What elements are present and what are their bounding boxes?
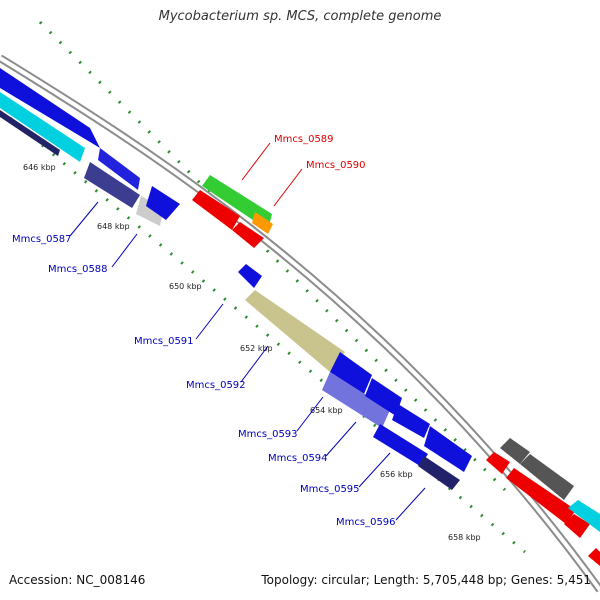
gene-mmcs-0588[interactable] xyxy=(136,196,164,226)
gene-mmcs-0587-b[interactable] xyxy=(84,162,140,208)
label-mmcs-0589[interactable]: Mmcs_0589 xyxy=(274,134,334,145)
tick-658: 658 kbp xyxy=(448,533,481,542)
label-mmcs-0590[interactable]: Mmcs_0590 xyxy=(306,160,366,171)
gene-mmcs-0592[interactable] xyxy=(245,290,345,372)
gene-red-6[interactable] xyxy=(588,548,600,566)
genome-backbone-inner xyxy=(0,56,600,592)
gene-mmcs-0591[interactable] xyxy=(238,264,262,288)
tick-654: 654 kbp xyxy=(310,406,343,415)
gene-forward-2[interactable] xyxy=(330,352,372,394)
gene-cyan-1[interactable] xyxy=(568,500,600,532)
leader-mmcs-0596 xyxy=(395,487,426,521)
label-mmcs-0595[interactable]: Mmcs_0595 xyxy=(300,484,360,495)
label-mmcs-0591[interactable]: Mmcs_0591 xyxy=(134,336,194,347)
gene-labels: Mmcs_0587 Mmcs_0588 Mmcs_0589 Mmcs_0590 … xyxy=(12,134,396,528)
gene-mmcs-0586[interactable] xyxy=(0,68,100,148)
gene-red-4[interactable] xyxy=(506,468,576,524)
gene-forward-1[interactable] xyxy=(146,186,180,220)
label-mmcs-0592[interactable]: Mmcs_0592 xyxy=(186,380,246,391)
leader-mmcs-0589 xyxy=(241,142,271,181)
leader-mmcs-0593 xyxy=(296,396,324,432)
gene-mmcs-0590[interactable] xyxy=(252,212,273,234)
gene-mmcs-0593[interactable] xyxy=(322,372,390,428)
leader-mmcs-0591 xyxy=(195,303,224,340)
gene-forward-3[interactable] xyxy=(365,378,402,416)
tick-648: 648 kbp xyxy=(97,222,130,231)
leader-lines xyxy=(69,142,426,521)
leader-mmcs-0587 xyxy=(69,201,99,237)
label-mmcs-0596[interactable]: Mmcs_0596 xyxy=(336,517,396,528)
gene-dark-track[interactable] xyxy=(0,110,60,156)
right-gene-cluster xyxy=(486,438,600,566)
left-gene-cluster xyxy=(0,68,180,226)
reverse-gene-cluster xyxy=(192,175,273,248)
map-title: Mycobacterium sp. MCS, complete genome xyxy=(158,9,442,24)
gene-mmcs-0587[interactable] xyxy=(98,148,140,190)
gene-mmcs-0595[interactable] xyxy=(424,426,472,472)
leader-mmcs-0588 xyxy=(111,233,138,268)
scale-ticks: 646 kbp 648 kbp 650 kbp 652 kbp 654 kbp … xyxy=(23,163,481,542)
tick-652: 652 kbp xyxy=(240,344,273,353)
label-mmcs-0588[interactable]: Mmcs_0588 xyxy=(48,264,108,275)
leader-mmcs-0595 xyxy=(358,452,391,488)
gene-red-2[interactable] xyxy=(232,222,264,248)
gene-gray-2[interactable] xyxy=(520,454,574,500)
gene-red-3[interactable] xyxy=(486,452,510,474)
gene-gray-1[interactable] xyxy=(500,438,530,464)
label-mmcs-0587[interactable]: Mmcs_0587 xyxy=(12,234,72,245)
genome-summary: Topology: circular; Length: 5,705,448 bp… xyxy=(261,573,591,587)
gene-forward-4[interactable] xyxy=(392,404,430,438)
middle-gene-cluster xyxy=(238,264,472,490)
accession-text: Accession: NC_008146 xyxy=(9,573,146,587)
tick-656: 656 kbp xyxy=(380,470,413,479)
tick-650: 650 kbp xyxy=(169,282,202,291)
leader-mmcs-0592 xyxy=(240,345,269,383)
leader-mmcs-0594 xyxy=(325,421,357,457)
outer-dotted-ring xyxy=(38,20,507,492)
label-mmcs-0594[interactable]: Mmcs_0594 xyxy=(268,453,328,464)
leader-mmcs-0590 xyxy=(273,168,303,207)
gene-mmcs-0594[interactable] xyxy=(373,424,428,466)
gene-red-1[interactable] xyxy=(192,190,240,230)
label-mmcs-0593[interactable]: Mmcs_0593 xyxy=(238,429,298,440)
gene-red-5[interactable] xyxy=(564,514,590,538)
tick-646: 646 kbp xyxy=(23,163,56,172)
gene-cyan-track[interactable] xyxy=(0,92,85,162)
gene-mmcs-0596[interactable] xyxy=(418,456,460,490)
